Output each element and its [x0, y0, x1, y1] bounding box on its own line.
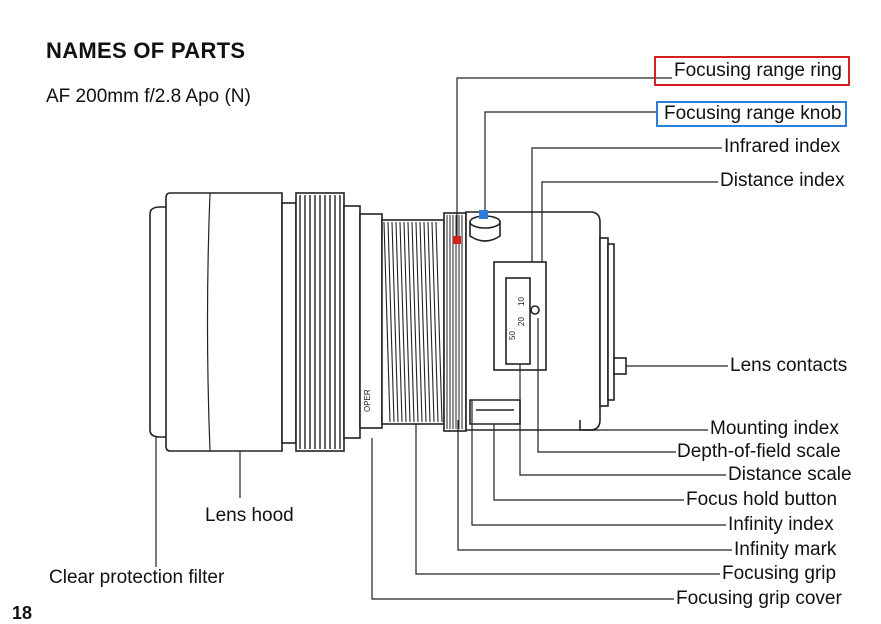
label-distance-index: Distance index: [719, 170, 846, 192]
front-ring: [281, 202, 297, 444]
rib-line: [411, 221, 419, 423]
label-clear-protection-filter: Clear protection filter: [48, 567, 226, 589]
rib-line: [395, 221, 403, 423]
leader-infrared-index: [531, 147, 722, 262]
label-focusing-grip: Focusing grip: [721, 563, 838, 585]
label-distance-scale: Distance scale: [727, 464, 853, 486]
rib-line: [387, 221, 395, 423]
leader-infinity-index: [471, 400, 726, 526]
label-lens-contacts: Lens contacts: [729, 355, 849, 377]
leader-infinity-mark: [457, 420, 732, 551]
leader-focusing-grip-cover: [371, 438, 674, 600]
red-marker: [453, 236, 461, 244]
rear-mount: [599, 237, 609, 407]
rib-line: [435, 221, 443, 423]
page-subtitle: AF 200mm f/2.8 Apo (N): [46, 86, 251, 107]
rib-line: [391, 221, 399, 423]
rib-line: [383, 221, 391, 423]
page-title: NAMES OF PARTS: [46, 38, 246, 63]
leader-focusing-grip: [415, 424, 720, 575]
scale-mark: 10: [517, 297, 526, 306]
leader-focus-hold-button: [493, 424, 684, 501]
page-number: 18: [12, 603, 33, 623]
rib-line: [415, 221, 423, 423]
leader-distance-index: [541, 181, 718, 262]
leader-depth-of-field-scale: [537, 318, 676, 453]
lens-hood-shape: [165, 192, 283, 452]
leader-distance-scale: [519, 364, 726, 476]
label-lens-hood: Lens hood: [204, 505, 295, 527]
scale-mark: 50: [508, 331, 517, 340]
rib-line: [403, 221, 411, 423]
rib-line: [407, 221, 415, 423]
rib-line: [431, 221, 439, 423]
rib-line: [399, 221, 407, 423]
label-mounting-index: Mounting index: [709, 418, 840, 440]
rib-line: [419, 221, 427, 423]
front-filter: [149, 206, 171, 438]
label-infinity-mark: Infinity mark: [733, 539, 838, 561]
label-focusing-range-knob: Focusing range knob: [656, 101, 848, 127]
rib-line: [423, 221, 431, 423]
label-depth-of-field-scale: Depth-of-field scale: [676, 441, 842, 463]
scale-mark: 20: [517, 317, 526, 326]
blue-marker: [479, 210, 488, 219]
label-focusing-grip-cover: Focusing grip cover: [675, 588, 843, 610]
label-infrared-index: Infrared index: [723, 136, 842, 158]
label-focus-hold-button: Focus hold button: [685, 489, 839, 511]
lens-contacts-shape: [613, 357, 627, 375]
label-focusing-range-ring: Focusing range ring: [654, 56, 850, 86]
leader-focusing-range-ring: [456, 77, 672, 236]
leader-lines: [155, 77, 732, 600]
rib-line: [427, 221, 435, 423]
barrel-text: OPER: [363, 389, 372, 412]
label-infinity-index: Infinity index: [727, 514, 835, 536]
leader-focusing-range-knob: [484, 111, 658, 210]
focus-hold-button-shape: [469, 399, 521, 425]
